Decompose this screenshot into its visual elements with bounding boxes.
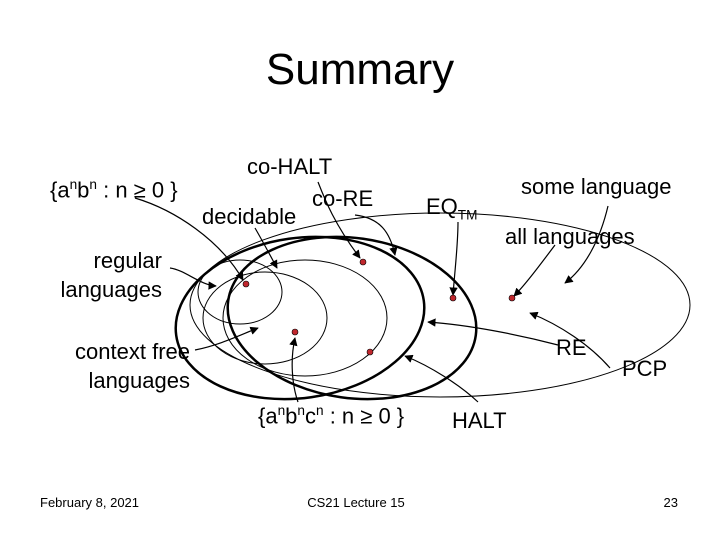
co-halt-arrow — [317, 181, 361, 259]
point-anbncn — [291, 328, 299, 336]
pcp-arrow — [529, 311, 611, 369]
some-language-arrow — [564, 205, 609, 284]
context-free-arrow — [194, 326, 259, 351]
regular-region — [197, 259, 283, 325]
label-regular-line2: languages — [60, 277, 162, 302]
point-halt — [366, 348, 374, 356]
label-anbncn: {anbncn : n ≥ 0 } — [258, 403, 405, 429]
label-cf-line2: languages — [88, 368, 190, 393]
label-pcp: PCP — [622, 356, 668, 381]
footer-course: CS21 Lecture 15 — [307, 495, 405, 510]
re-region — [174, 235, 426, 401]
all-languages-region — [189, 212, 691, 398]
slide-title: Summary — [265, 45, 455, 94]
label-some-language: some language — [521, 174, 672, 199]
decidable-arrow — [254, 227, 278, 269]
decidable-region — [222, 259, 388, 377]
label-all-languages: all languages — [505, 224, 635, 249]
point-some-language — [508, 294, 516, 302]
label-co-halt: co-HALT — [247, 154, 333, 179]
footer-date: February 8, 2021 — [40, 495, 140, 510]
halt-arrow — [404, 354, 479, 403]
label-cf-line1: context free — [75, 339, 190, 364]
point-co-halt — [359, 258, 367, 266]
label-re: RE — [556, 335, 587, 360]
anbncn-arrow — [289, 337, 299, 403]
label-co-re: co-RE — [312, 186, 374, 211]
label-regular-line1: regular — [93, 248, 162, 273]
footer-page-number: 23 — [663, 495, 678, 510]
all-languages-arrow — [513, 244, 556, 297]
re-arrow — [427, 318, 559, 346]
context-free-region — [202, 271, 328, 365]
label-decidable: decidable — [202, 204, 297, 229]
point-anbn — [242, 280, 250, 288]
label-anbn: {anbn : n ≥ 0 } — [50, 177, 178, 203]
co-re-arrow — [354, 214, 398, 256]
co-re-region — [226, 235, 478, 401]
label-halt: HALT — [452, 408, 507, 433]
point-eq-tm — [449, 294, 457, 302]
regular-arrow — [169, 267, 217, 290]
label-eq-tm: EQTM — [426, 194, 478, 223]
anbn-arrow — [134, 197, 244, 281]
eq-tm-arrow — [449, 221, 459, 296]
